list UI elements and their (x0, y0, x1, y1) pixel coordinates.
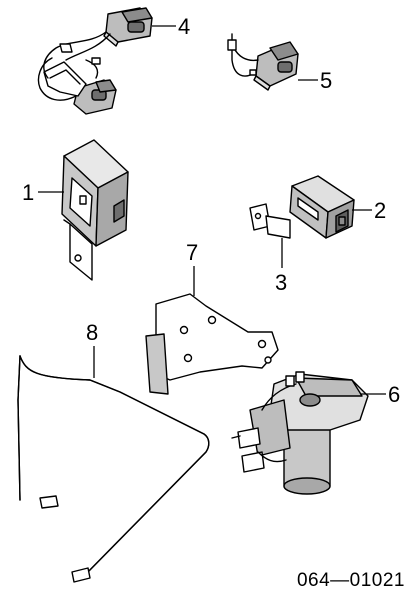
callout-4: 4 (178, 14, 191, 39)
part-5-switch-pigtail (227, 33, 299, 91)
part-2-relay-box (289, 175, 355, 239)
callout-8: 8 (86, 320, 99, 345)
diagram-reference-code: 064—01021 (296, 570, 405, 591)
part-4-switch-harness (37, 7, 153, 115)
part-6-motor-assembly (231, 371, 369, 495)
part-1-control-module (61, 139, 129, 281)
callout-6: 6 (388, 382, 401, 407)
part-8-rod (17, 355, 210, 583)
callout-1: 1 (22, 180, 35, 205)
part-7-mounting-bracket (145, 293, 279, 395)
callout-7: 7 (186, 240, 199, 265)
part-3-small-bracket (249, 203, 291, 239)
callout-3: 3 (275, 270, 288, 295)
callout-2: 2 (374, 198, 387, 223)
callout-5: 5 (320, 68, 333, 93)
